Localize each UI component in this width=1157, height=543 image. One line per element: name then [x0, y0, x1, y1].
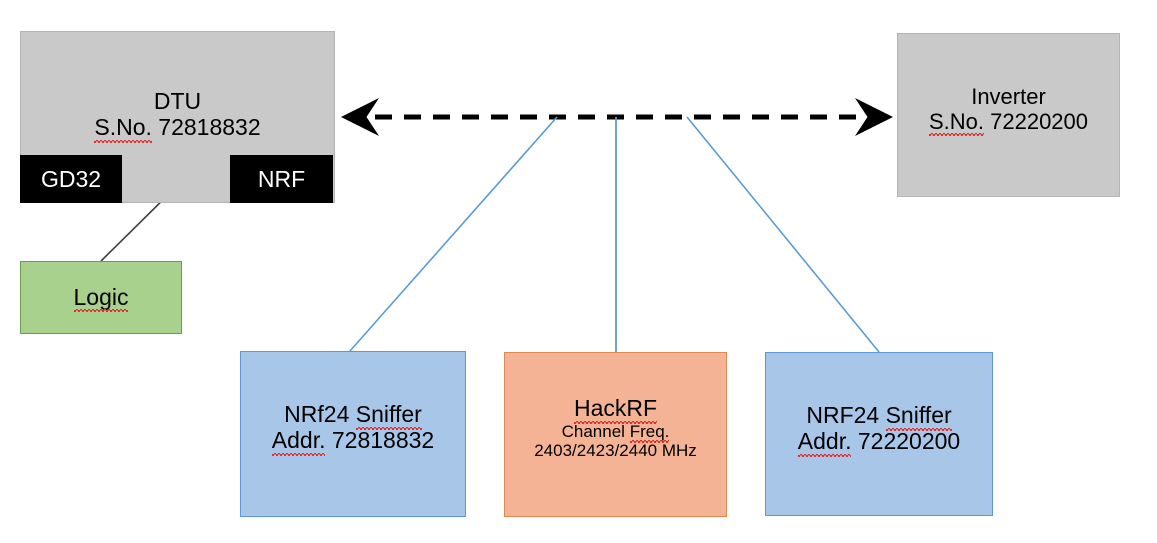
- inverter-serial-number-wrap: 72220200: [984, 109, 1088, 134]
- inverter-block[interactable]: Inverter S.No. 72220200: [897, 33, 1120, 197]
- sniffer-right-title: NRF24 Sniffer: [806, 402, 952, 431]
- sniffer-right-address-prefix: Addr.: [797, 427, 852, 457]
- inverter-serial-number: 72220200: [990, 108, 1089, 134]
- gd32-label: GD32: [40, 165, 102, 192]
- sniffer-left-title-part2: Sniffer: [355, 401, 422, 430]
- sniffer-right-address-value-wrap: 72220200: [851, 428, 960, 454]
- hackrf-channel-label: Channel Freq.: [561, 421, 670, 443]
- sniffer-left-title: NRf24 Sniffer: [284, 401, 422, 430]
- dtu-serial-number: 72818832: [158, 113, 261, 140]
- inverter-serial-prefix: S.No.: [928, 108, 985, 136]
- sniffer-right-block[interactable]: NRF24 Sniffer Addr. 72220200: [765, 352, 993, 516]
- sniffer-left-address-prefix: Addr.: [271, 426, 326, 456]
- tap-line-right-sniffer: [686, 116, 880, 353]
- sniffer-left-address-value-wrap: 72818832: [325, 427, 434, 453]
- gd32-chip[interactable]: GD32: [20, 155, 122, 203]
- nrf-chip[interactable]: NRF: [230, 155, 333, 203]
- logic-label: Logic: [73, 283, 129, 313]
- sniffer-right-address-value: 72220200: [857, 427, 961, 454]
- sniffer-right-title-part2: Sniffer: [885, 402, 952, 431]
- hackrf-title-text: HackRF: [573, 395, 658, 424]
- hackrf-title: HackRF: [573, 395, 658, 424]
- inverter-serial: S.No. 72220200: [928, 108, 1088, 136]
- logic-analyzer-block[interactable]: Logic: [20, 261, 182, 334]
- dtu-serial-prefix: S.No.: [94, 113, 152, 143]
- inverter-title: Inverter: [971, 84, 1046, 109]
- sniffer-left-address: Addr. 72818832: [271, 426, 434, 456]
- sniffer-right-address: Addr. 72220200: [797, 427, 960, 457]
- dtu-serial: S.No. 72818832: [94, 113, 261, 143]
- hackrf-block[interactable]: HackRF Channel Freq. 2403/2423/2440 MHz: [504, 352, 727, 517]
- hackrf-frequencies: 2403/2423/2440 MHz: [534, 440, 697, 460]
- dtu-serial-number-wrap: 72818832: [152, 113, 261, 140]
- hackrf-channel-label-part1: Channel: [561, 421, 630, 441]
- hackrf-channel-label-part2: Freq.: [629, 421, 670, 443]
- nrf-label: NRF: [257, 165, 306, 192]
- sniffer-left-title-part1: NRf24: [284, 401, 356, 427]
- sniffer-right-title-part1: NRF24: [806, 402, 886, 428]
- sniffer-left-block[interactable]: NRf24 Sniffer Addr. 72818832: [240, 351, 466, 517]
- tap-line-left-sniffer: [349, 116, 558, 352]
- sniffer-left-address-value: 72818832: [331, 426, 435, 453]
- dtu-title: DTU: [153, 88, 202, 114]
